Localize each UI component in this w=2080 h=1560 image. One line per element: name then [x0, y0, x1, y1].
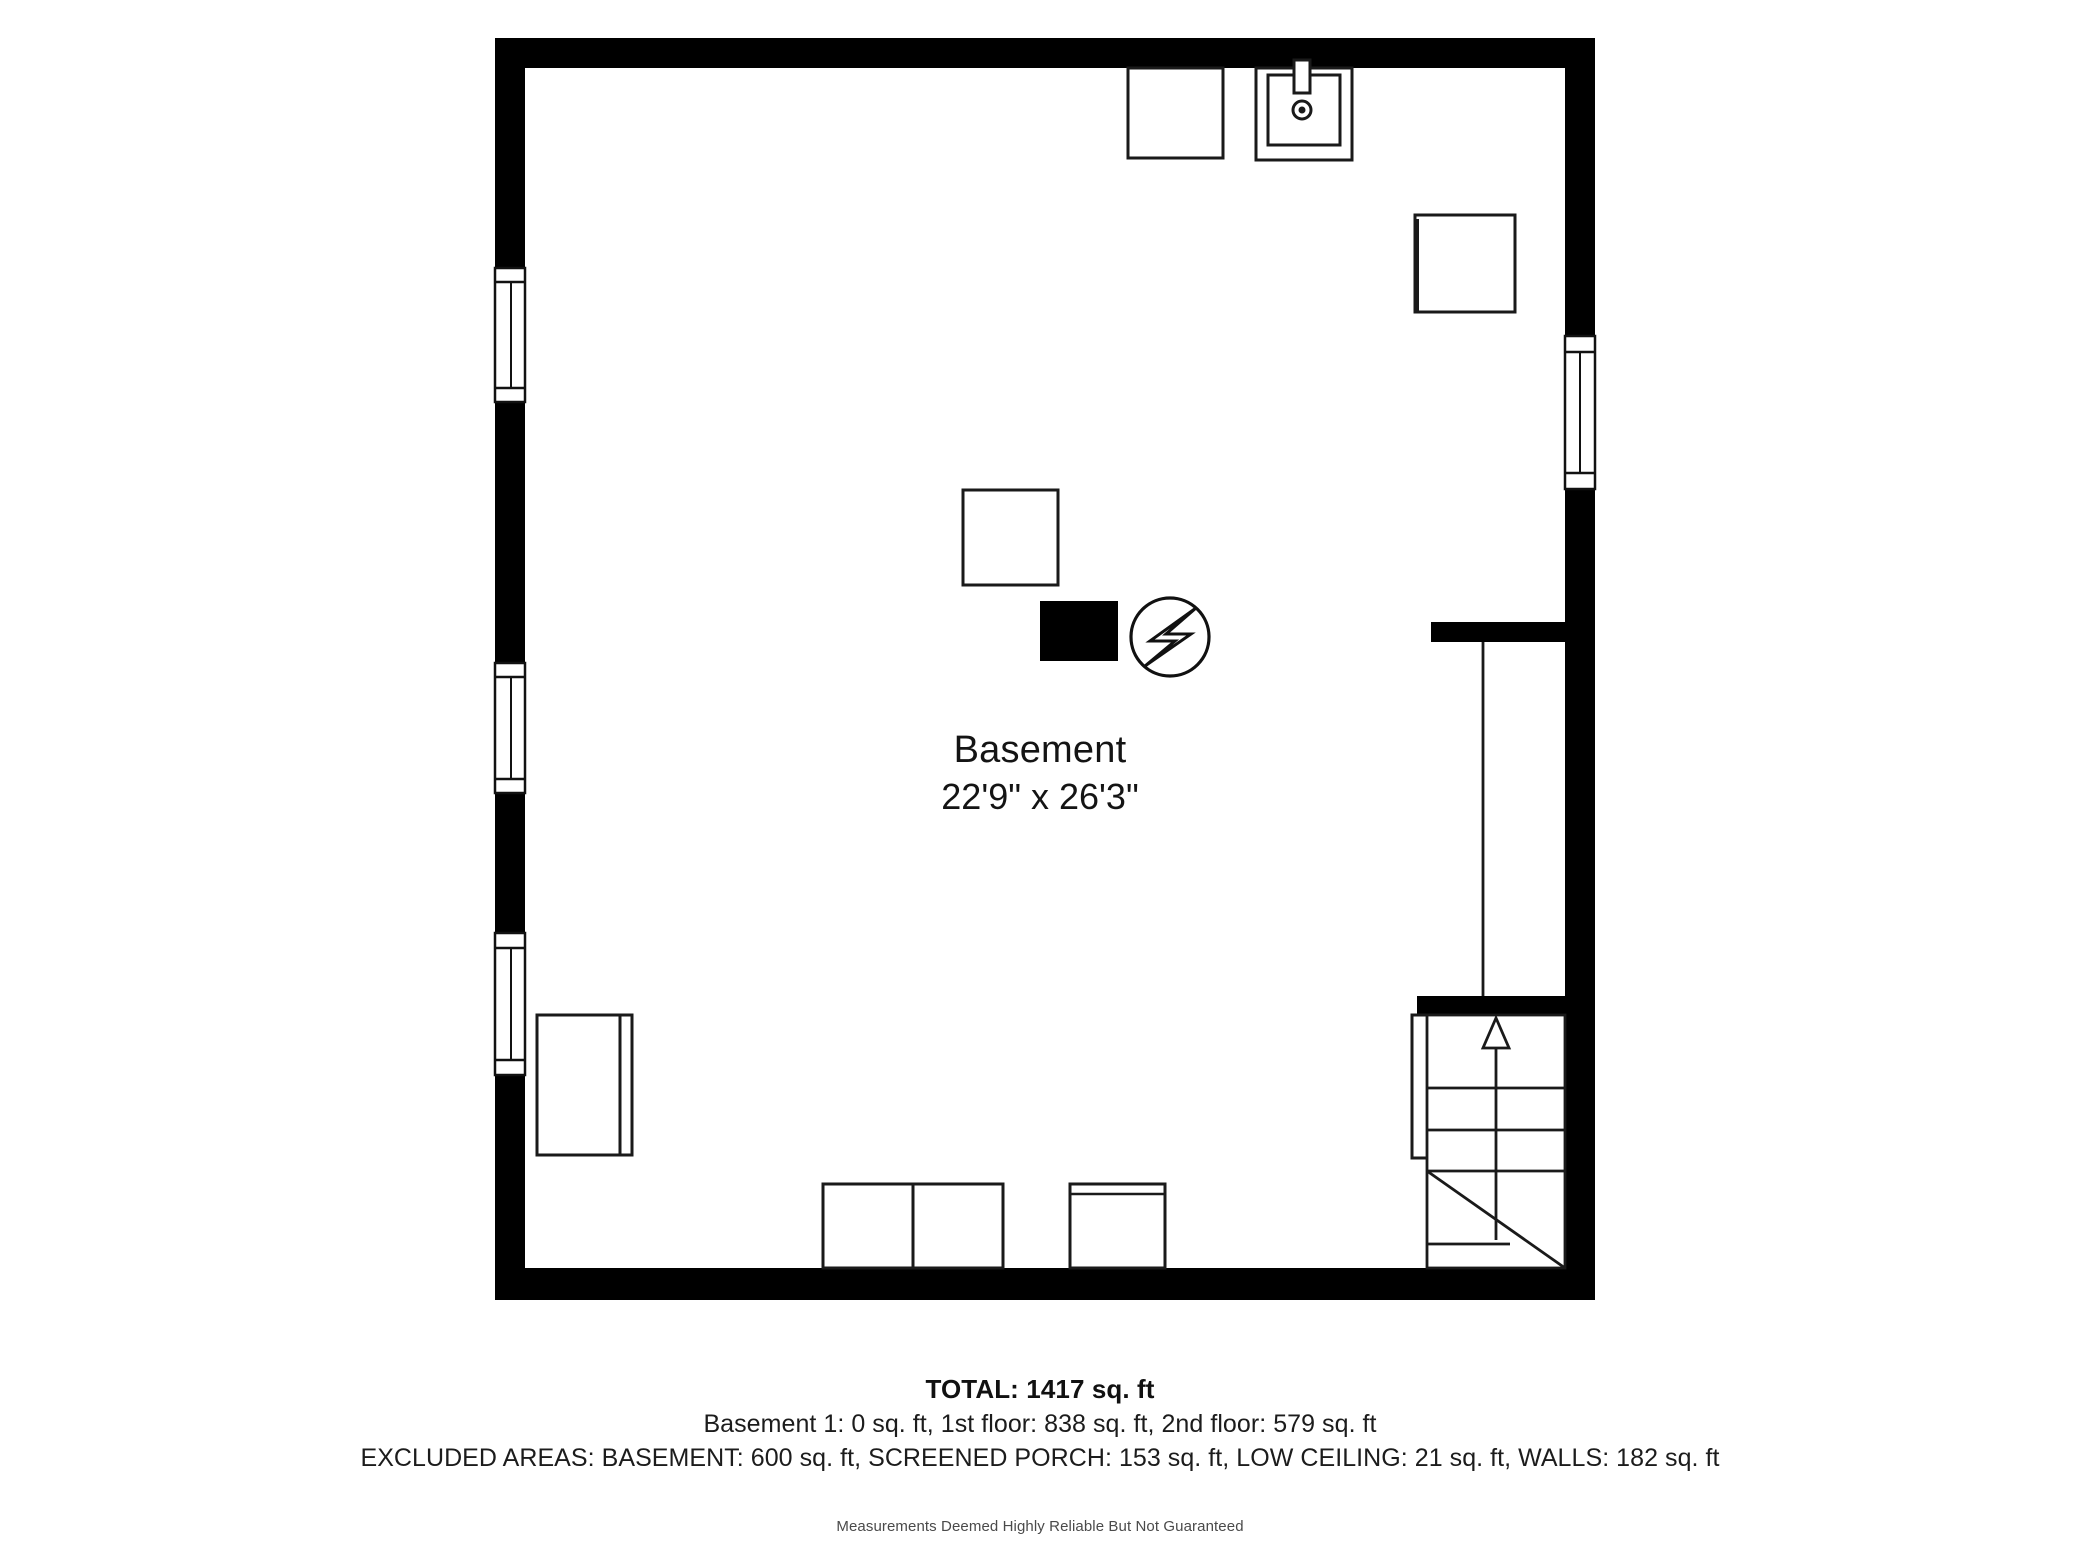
wall-right-seg-1: [1565, 38, 1595, 338]
utility-box-top: [1126, 66, 1225, 160]
window-right-1: [1563, 334, 1597, 491]
storage-cabinet-left: [535, 1013, 634, 1157]
wall-left-seg-1: [495, 38, 525, 270]
wall-left-seg-3: [495, 790, 525, 935]
stairwell-area: [1417, 622, 1595, 1016]
windows: [493, 266, 1597, 1077]
laundry-sink: [1254, 58, 1354, 162]
faucet-icon: [1292, 58, 1312, 95]
floor-breakdown-text: Basement 1: 0 sq. ft, 1st floor: 838 sq.…: [703, 1409, 1377, 1438]
area-summary: TOTAL: 1417 sq. ft Basement 1: 0 sq. ft,…: [0, 1372, 2080, 1475]
window-left-3: [493, 931, 527, 1077]
direction-markers: [509, 50, 1581, 1284]
window-left-2: [493, 661, 527, 795]
electrical-panel: [1040, 596, 1211, 678]
stair-up-arrow-icon: [1480, 1014, 1512, 1240]
dryer: [911, 1182, 1005, 1270]
marker-triangle-top: [704, 50, 724, 66]
measurement-disclaimer: Measurements Deemed Highly Reliable But …: [836, 1518, 1244, 1535]
washer: [821, 1182, 915, 1270]
furnace-box: [961, 488, 1060, 587]
wall-left-seg-2: [495, 400, 525, 665]
excluded-areas-text: EXCLUDED AREAS: BASEMENT: 600 sq. ft, SC…: [360, 1443, 1720, 1472]
marker-triangle-right: [1565, 515, 1581, 535]
panel-body: [1040, 601, 1118, 661]
lightning-bolt-icon: [1144, 606, 1197, 668]
wall-left-seg-4: [495, 1072, 525, 1300]
utility-box-bottom: [1068, 1182, 1167, 1270]
exterior-walls: [495, 38, 1595, 1300]
marker-triangle-bottom: [960, 1268, 980, 1284]
staircase: [1410, 1013, 1567, 1270]
total-area-text: TOTAL: 1417 sq. ft: [925, 1374, 1155, 1404]
wall-right-seg-2: [1565, 487, 1595, 1300]
wall-bottom: [495, 1268, 1595, 1300]
marker-triangle-left: [509, 515, 525, 535]
water-heater: [1413, 213, 1517, 314]
wall-stub-stairs-bottom: [1417, 996, 1595, 1016]
wall-top: [495, 38, 1595, 68]
floor-plan-drawing: [493, 38, 1597, 1300]
window-left-1: [493, 266, 527, 404]
wall-stub-stairs-top: [1431, 622, 1595, 642]
